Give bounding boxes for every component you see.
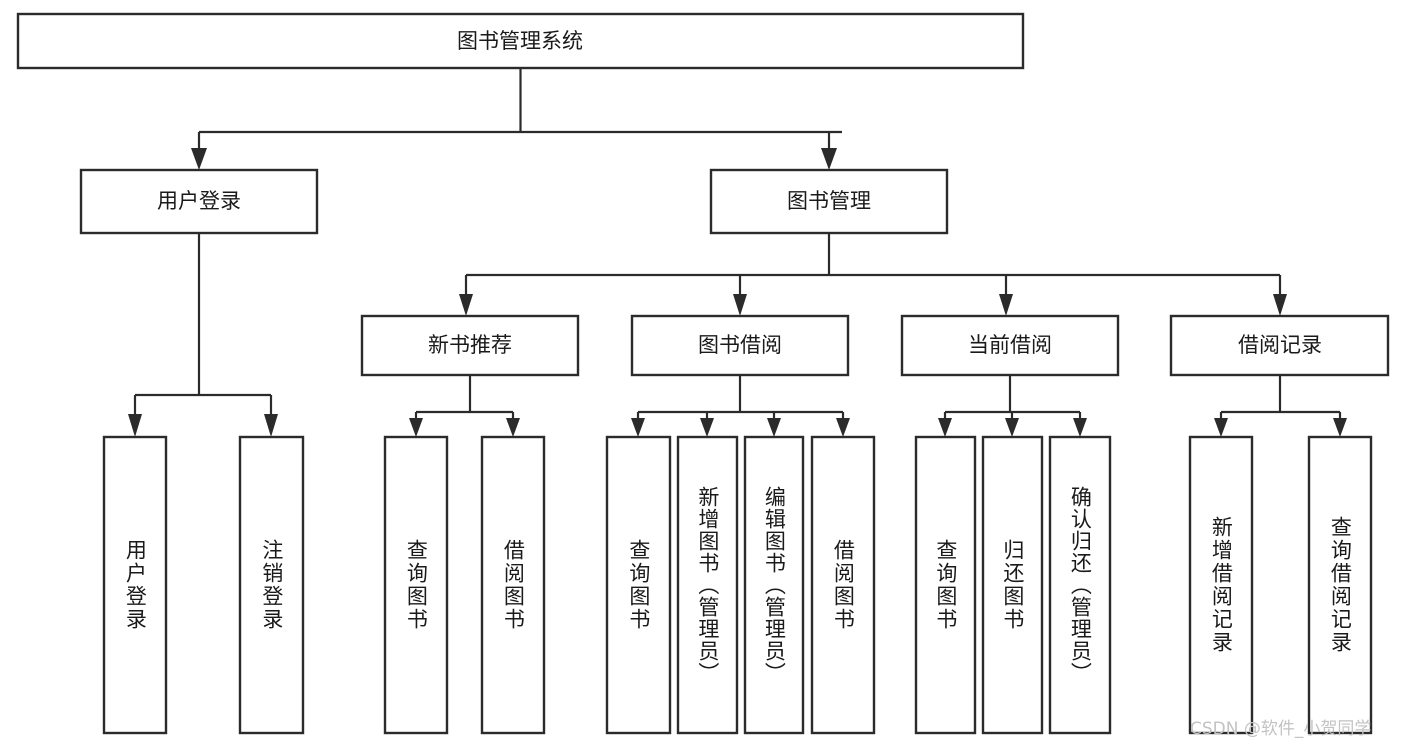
- arrow-head-book-manage: [821, 148, 837, 170]
- node-box-root[interactable]: [16, 12, 1025, 70]
- node-box-leaf-logout[interactable]: [238, 435, 305, 735]
- connector-group-book-manage: [459, 233, 1287, 316]
- node-box-book-manage[interactable]: [709, 168, 949, 235]
- node-box-leaf-edit-book[interactable]: [743, 435, 805, 735]
- node-box-leaf-borrow-book-1[interactable]: [480, 435, 546, 735]
- node-box-leaf-user-login[interactable]: [102, 435, 168, 735]
- connector-group-user-login: [128, 233, 278, 437]
- arrow-head-leaf-query-book-2: [631, 418, 645, 437]
- arrow-head-leaf-query-book-1: [409, 418, 423, 437]
- node-box-leaf-query-book-2[interactable]: [605, 435, 672, 735]
- arrow-head-user-login: [191, 148, 207, 170]
- arrow-head-leaf-borrow-book-2: [836, 418, 850, 437]
- node-label-book-manage: 图书管理: [787, 189, 871, 213]
- arrow-head-leaf-return-book: [1005, 418, 1019, 437]
- node-box-new-book-recommend[interactable]: [360, 314, 580, 377]
- arrow-head-leaf-user-login: [128, 414, 142, 437]
- arrow-head-book-borrow: [733, 294, 747, 316]
- arrow-head-new-book-recommend: [459, 294, 473, 316]
- arrow-head-leaf-logout: [264, 414, 278, 437]
- node-label-borrow-record: 借阅记录: [1238, 333, 1322, 357]
- node-box-user-login[interactable]: [79, 168, 319, 235]
- arrow-head-leaf-add-book: [700, 418, 714, 437]
- node-box-book-borrow[interactable]: [630, 314, 850, 377]
- node-box-leaf-return-book[interactable]: [981, 435, 1044, 735]
- arrow-head-current-borrow: [999, 294, 1013, 316]
- arrow-head-leaf-add-record: [1214, 418, 1228, 437]
- node-box-current-borrow[interactable]: [900, 314, 1120, 377]
- arrow-head-leaf-borrow-book-1: [506, 418, 520, 437]
- connector-group-current-borrow: [938, 375, 1087, 437]
- node-label-book-borrow: 图书借阅: [698, 333, 782, 357]
- arrow-head-borrow-record: [1273, 294, 1287, 316]
- connector-group-borrow-record: [1214, 375, 1347, 437]
- connector-group-new-book-recommend: [409, 375, 520, 437]
- arrow-head-leaf-query-book-3: [938, 418, 952, 437]
- node-box-leaf-borrow-book-2[interactable]: [810, 435, 876, 735]
- node-box-leaf-add-book[interactable]: [676, 435, 739, 735]
- node-box-leaf-query-record[interactable]: [1307, 435, 1373, 735]
- node-box-leaf-query-book-1[interactable]: [383, 435, 449, 735]
- node-box-borrow-record[interactable]: [1169, 314, 1390, 377]
- node-box-leaf-add-record[interactable]: [1188, 435, 1254, 735]
- arrow-head-leaf-confirm-return: [1073, 418, 1087, 437]
- node-label-current-borrow: 当前借阅: [968, 333, 1052, 357]
- arrow-head-leaf-edit-book: [767, 418, 781, 437]
- node-label-root: 图书管理系统: [457, 29, 583, 53]
- connector-group-book-borrow: [631, 375, 850, 437]
- connector-group-root: [191, 68, 842, 170]
- node-box-leaf-query-book-3[interactable]: [914, 435, 977, 735]
- node-boxes: 图书管理系统 用户登录 图书管理 新书推荐 图书借阅 当前借阅 借阅记录: [16, 12, 1390, 735]
- node-box-leaf-confirm-return[interactable]: [1048, 435, 1112, 735]
- node-label-new-book-recommend: 新书推荐: [428, 333, 512, 357]
- node-label-user-login: 用户登录: [157, 189, 241, 213]
- arrow-head-leaf-query-record: [1333, 418, 1347, 437]
